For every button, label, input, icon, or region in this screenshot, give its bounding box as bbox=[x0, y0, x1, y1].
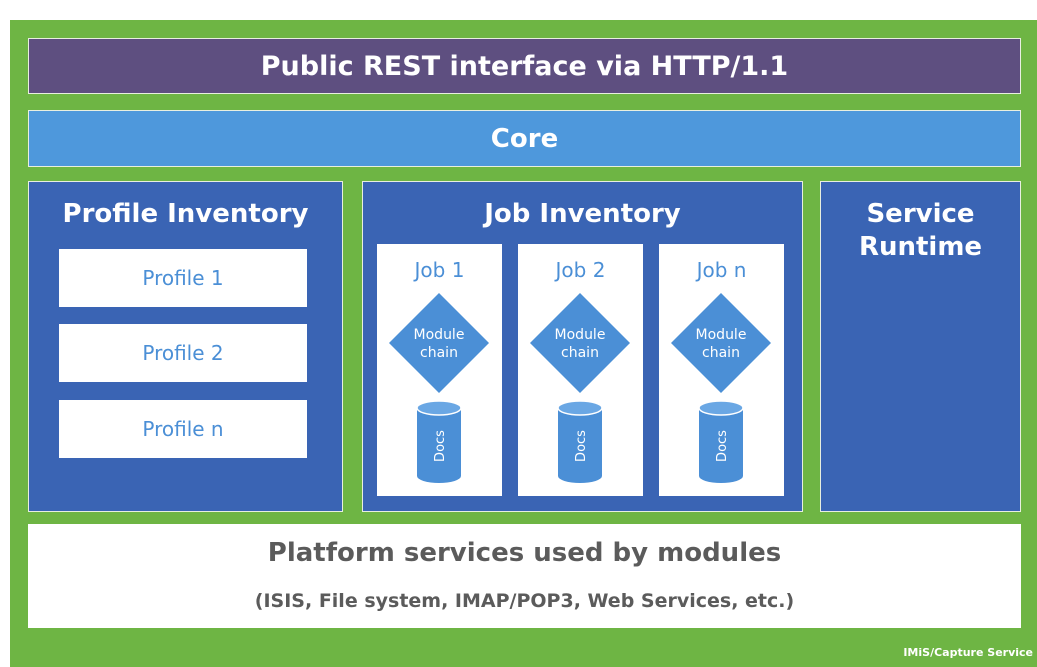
module-chain-diamond bbox=[389, 293, 489, 393]
docs-cylinder-top bbox=[557, 400, 603, 416]
job-inventory-panel: Job Inventory Job 1 Module chain Docs Jo… bbox=[362, 181, 803, 512]
core-label: Core bbox=[490, 123, 559, 154]
platform-services-subtitle: (ISIS, File system, IMAP/POP3, Web Servi… bbox=[254, 590, 795, 612]
job-title: Job n bbox=[696, 258, 747, 282]
rest-interface-bar: Public REST interface via HTTP/1.1 bbox=[28, 38, 1021, 94]
job-column: Job 2 Module chain Docs bbox=[518, 244, 643, 496]
job-title: Job 1 bbox=[414, 258, 465, 282]
job-diagram: Module chain Docs bbox=[671, 293, 771, 483]
docs-label: Docs bbox=[715, 430, 730, 462]
service-runtime-title-line1: Service bbox=[866, 199, 975, 229]
job-column: Job n Module chain Docs bbox=[659, 244, 784, 496]
job-title: Job 2 bbox=[555, 258, 606, 282]
job-inventory-title: Job Inventory bbox=[484, 199, 681, 229]
module-chain-label-line1: Module bbox=[696, 327, 747, 343]
docs-cylinder-base bbox=[699, 469, 743, 483]
docs-label: Docs bbox=[574, 430, 589, 462]
profile-box: Profile 2 bbox=[59, 324, 307, 382]
service-runtime-title-line2: Runtime bbox=[858, 232, 983, 262]
module-chain-label-line2: chain bbox=[561, 345, 599, 361]
module-chain-diamond bbox=[671, 293, 771, 393]
core-bar: Core bbox=[28, 110, 1021, 167]
rest-interface-label: Public REST interface via HTTP/1.1 bbox=[260, 50, 789, 82]
docs-cylinder-base bbox=[558, 469, 602, 483]
profile-box: Profile 1 bbox=[59, 249, 307, 307]
job-diagram: Module chain Docs bbox=[389, 293, 489, 483]
profile-label: Profile 1 bbox=[142, 266, 224, 290]
docs-cylinder-body bbox=[699, 408, 743, 476]
platform-services-title: Platform services used by modules bbox=[267, 538, 782, 568]
docs-cylinder-base bbox=[417, 469, 461, 483]
docs-cylinder-body bbox=[417, 408, 461, 476]
module-chain-label-line1: Module bbox=[555, 327, 606, 343]
profile-box: Profile n bbox=[59, 400, 307, 458]
profile-label: Profile n bbox=[142, 417, 224, 441]
docs-cylinder-top bbox=[698, 400, 744, 416]
job-diagram: Module chain Docs bbox=[530, 293, 630, 483]
watermark-label: IMiS/Capture Service bbox=[903, 646, 1033, 659]
service-runtime-title: Service Runtime bbox=[821, 198, 1020, 264]
platform-services-box: Platform services used by modules (ISIS,… bbox=[28, 524, 1021, 628]
module-chain-diamond bbox=[530, 293, 630, 393]
module-chain-label-line2: chain bbox=[702, 345, 740, 361]
service-runtime-panel: Service Runtime bbox=[820, 181, 1021, 512]
profile-inventory-title: Profile Inventory bbox=[62, 199, 309, 229]
profile-label: Profile 2 bbox=[142, 341, 224, 365]
module-chain-label-line2: chain bbox=[420, 345, 458, 361]
module-chain-label-line1: Module bbox=[414, 327, 465, 343]
job-column: Job 1 Module chain Docs bbox=[377, 244, 502, 496]
docs-label: Docs bbox=[433, 430, 448, 462]
docs-cylinder-body bbox=[558, 408, 602, 476]
profile-inventory-panel: Profile Inventory Profile 1 Profile 2 Pr… bbox=[28, 181, 343, 512]
docs-cylinder-top bbox=[416, 400, 462, 416]
